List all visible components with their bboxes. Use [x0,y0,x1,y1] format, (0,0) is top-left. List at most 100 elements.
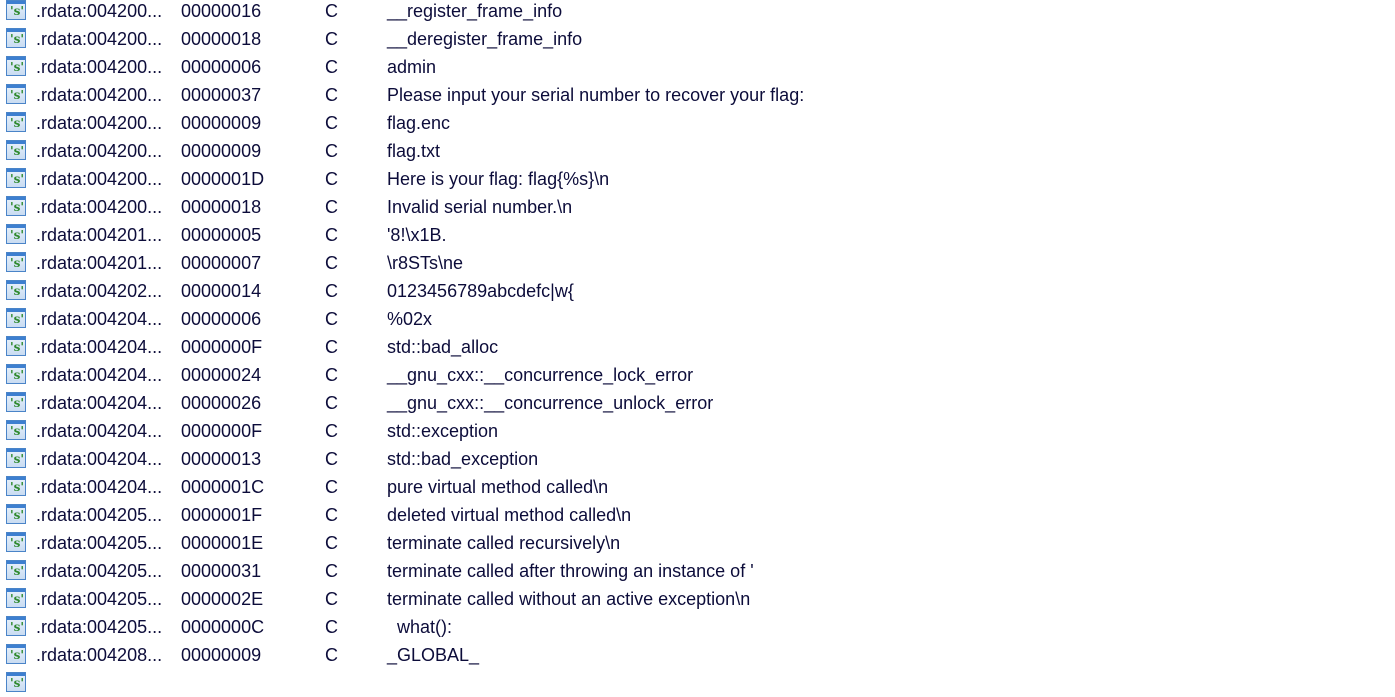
type-cell: C [325,197,338,217]
type-cell: C [325,645,338,665]
type-cell: C [325,57,338,77]
string-cell: pure virtual method called\n [387,477,609,497]
string-literal-icon: 's' [6,420,26,440]
string-literal-icon: 's' [6,504,26,524]
string-literal-icon: 's' [6,224,26,244]
string-literal-icon: 's' [6,252,26,272]
string-literal-icon: 's' [6,392,26,412]
length-cell: 00000005 [181,225,262,245]
address-cell: .rdata:004200... [36,85,163,105]
string-literal-icon: 's' [6,168,26,188]
type-cell: C [325,617,338,637]
string-cell: Here is your flag: flag{%s}\n [387,169,610,189]
type-cell: C [325,1,338,21]
address-cell: .rdata:004204... [36,309,163,329]
string-cell: Please input your serial number to recov… [387,85,805,105]
length-cell: 00000031 [181,561,262,581]
string-row[interactable]: 's' .rdata:004201... 00000007 C \r8STs\ne [0,249,1395,277]
type-cell: C [325,225,338,245]
address-cell: .rdata:004204... [36,365,163,385]
string-cell: \r8STs\ne [387,253,464,273]
address-cell: .rdata:004205... [36,561,163,581]
address-cell: .rdata:004202... [36,281,163,301]
length-cell: 00000006 [181,57,262,77]
address-cell: .rdata:004204... [36,477,163,497]
string-cell: __gnu_cxx::__concurrence_unlock_error [387,393,714,413]
string-literal-icon: 's' [6,280,26,300]
length-cell: 00000007 [181,253,262,273]
string-cell: %02x [387,309,433,329]
string-literal-icon: 's' [6,364,26,384]
length-cell: 00000018 [181,197,262,217]
address-cell: .rdata:004204... [36,421,163,441]
address-cell: .rdata:004205... [36,589,163,609]
length-cell: 00000006 [181,309,262,329]
address-cell: .rdata:004204... [36,393,163,413]
address-cell: .rdata:004200... [36,57,163,77]
length-cell: 00000024 [181,365,262,385]
string-literal-icon: 's' [6,616,26,636]
length-cell: 00000009 [181,113,262,133]
type-cell: C [325,337,338,357]
string-cell: std::exception [387,421,499,441]
type-cell: C [325,477,338,497]
type-cell: C [325,365,338,385]
string-literal-icon: 's' [6,196,26,216]
string-row[interactable]: 's' [0,669,1395,697]
string-literal-icon: 's' [6,140,26,160]
length-cell: 0000001C [181,477,265,497]
type-cell: C [325,169,338,189]
string-cell: 0123456789abcdefc|w{ [387,281,574,301]
type-cell: C [325,141,338,161]
string-cell: __deregister_frame_info [387,29,583,49]
address-cell: .rdata:004201... [36,253,163,273]
string-literal-icon: 's' [6,28,26,48]
length-cell: 0000000F [181,421,263,441]
string-cell: flag.txt [387,141,441,161]
address-cell: .rdata:004200... [36,197,163,217]
string-literal-icon: 's' [6,308,26,328]
string-literal-icon: 's' [6,560,26,580]
string-cell: what(): [387,617,463,637]
type-cell: C [325,505,338,525]
address-cell: .rdata:004200... [36,113,163,133]
type-cell: C [325,393,338,413]
string-literal-icon: 's' [6,336,26,356]
type-cell: C [325,253,338,273]
address-cell: .rdata:004200... [36,141,163,161]
length-cell: 0000001D [181,169,265,189]
string-literal-icon: 's' [6,476,26,496]
string-cell: terminate called after throwing an insta… [387,561,754,581]
length-cell: 00000009 [181,645,262,665]
string-cell: deleted virtual method called\n [387,505,632,525]
length-cell: 0000001F [181,505,263,525]
string-cell: _GLOBAL_ [387,645,480,665]
type-cell: C [325,449,338,469]
length-cell: 0000000C [181,617,265,637]
length-cell: 00000018 [181,29,262,49]
